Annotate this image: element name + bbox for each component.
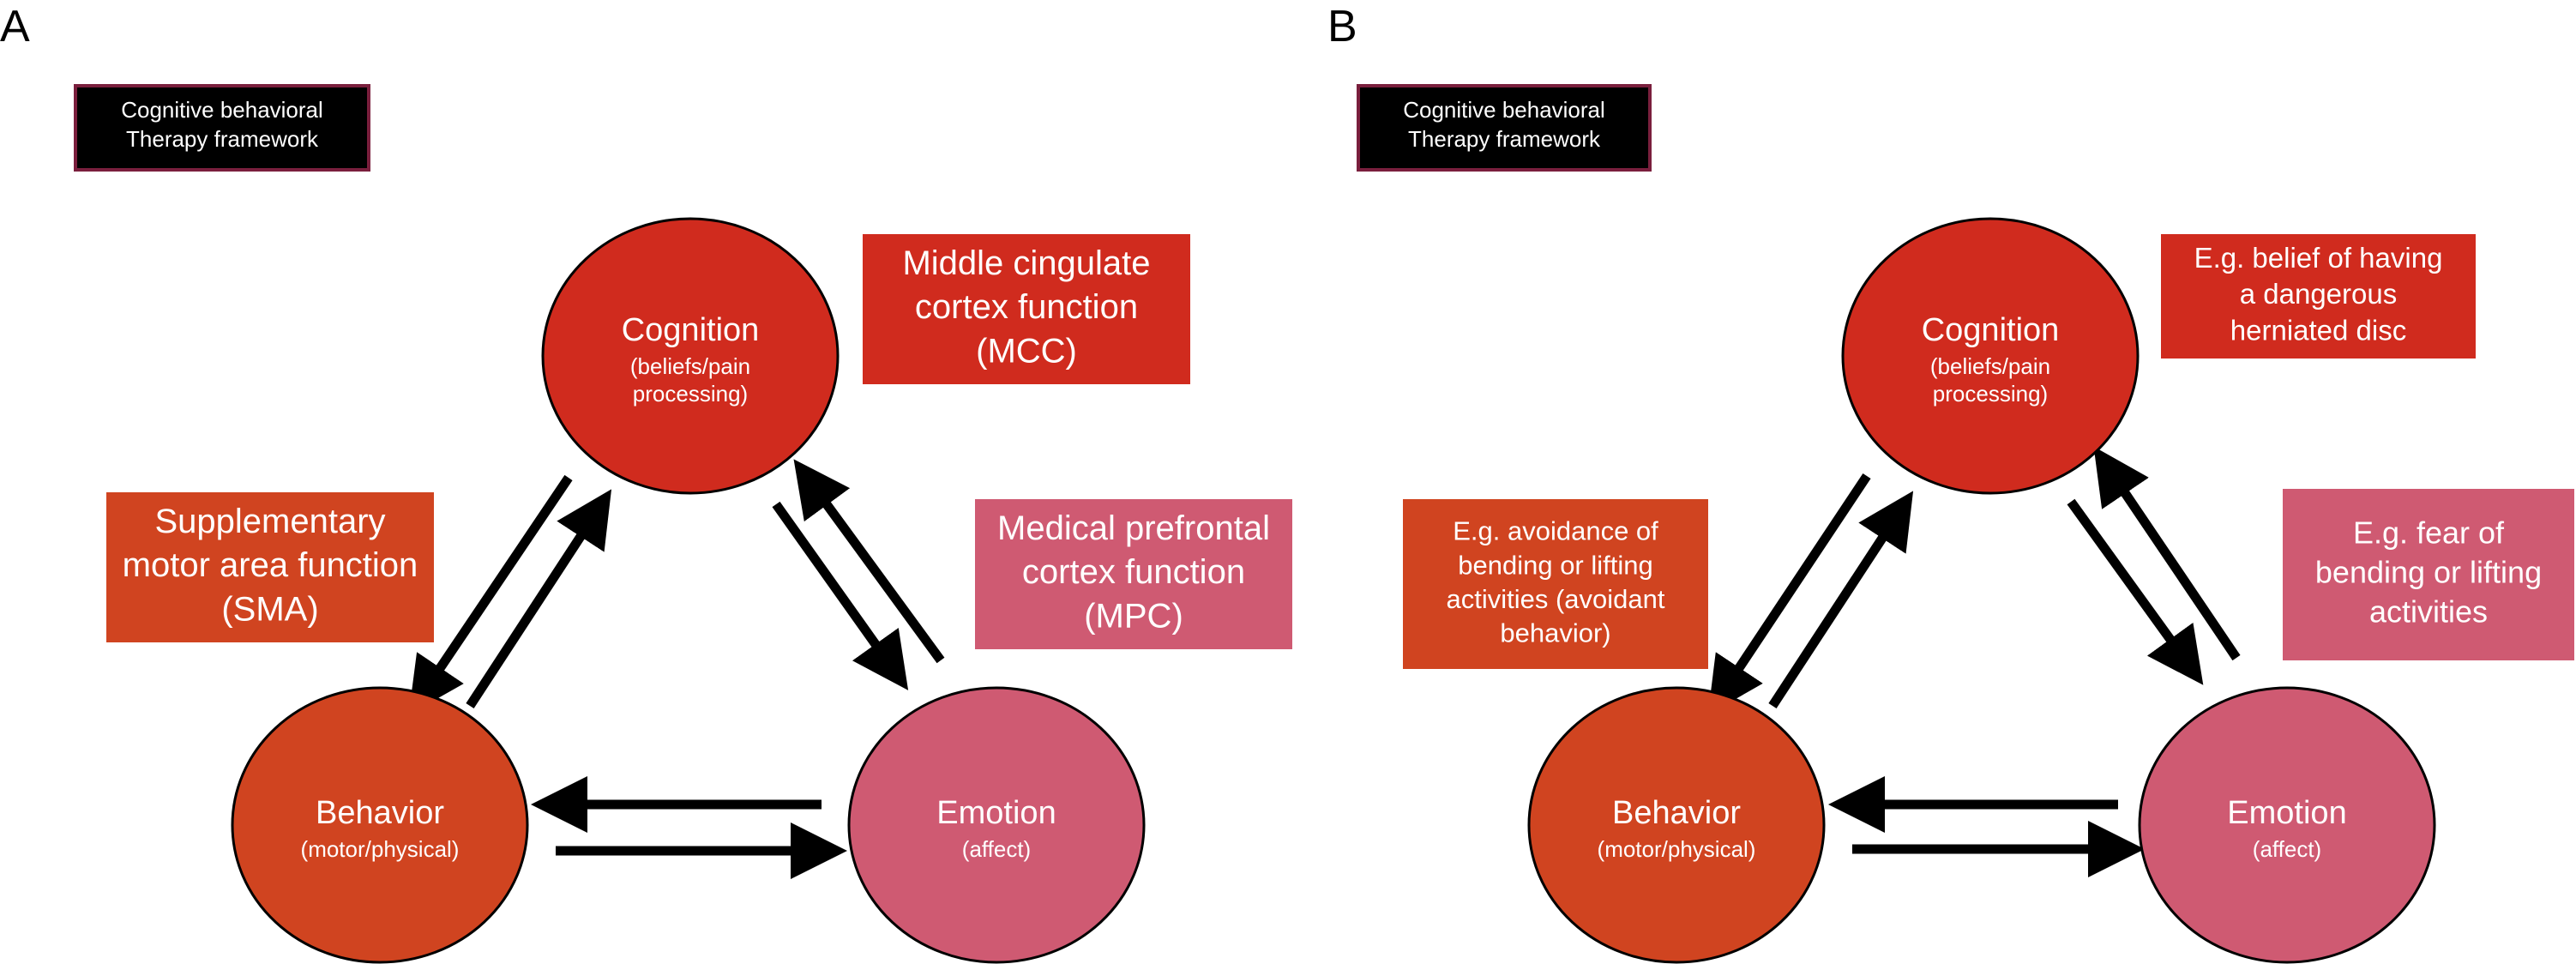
- cognition-box-line: E.g. belief of having: [2194, 242, 2443, 274]
- cognition-subtitle: processing): [1933, 381, 2048, 407]
- arrow-1: [1768, 491, 1914, 709]
- arrow-1: [466, 489, 612, 709]
- cognition-title: Cognition: [622, 312, 760, 348]
- emotion-box-line: Medical prefrontal: [997, 509, 1270, 547]
- behavior-box-line: activities (avoidant: [1446, 584, 1664, 614]
- behavior-box: E.g. avoidance of bending or lifting activ…: [1403, 499, 1708, 669]
- emotion-box-line: activities: [2369, 594, 2488, 630]
- arrow-3: [2093, 446, 2241, 661]
- cognition-box-line: a dangerous: [2240, 278, 2397, 310]
- arrow-2: [772, 501, 909, 690]
- arrows: [408, 459, 945, 879]
- arrow-3: [793, 459, 945, 664]
- emotion-title: Emotion: [936, 795, 1056, 831]
- cognition-box: Middle cingulate cortex function (MCC): [863, 234, 1190, 384]
- cognition-circle: [1841, 217, 2140, 495]
- framework-label-line: Cognitive behavioral: [1403, 97, 1605, 123]
- behavior-box-line: E.g. avoidance of: [1453, 516, 1658, 546]
- behavior-box: Supplementary motor area function (SMA): [106, 492, 434, 642]
- cognition-box-line: cortex function: [915, 288, 1138, 326]
- cognition-box: E.g. belief of having a dangerous herniate…: [2161, 234, 2476, 358]
- cognition-title: Cognition: [1922, 312, 2060, 348]
- arrows: [1707, 446, 2241, 877]
- emotion-node: Emotion (affect): [847, 686, 1146, 964]
- cognition-subtitle: processing): [633, 381, 748, 407]
- cognition-box-bg: [863, 234, 1190, 384]
- emotion-box-line: bending or lifting: [2315, 555, 2542, 590]
- framework-label-bg: [1357, 84, 1652, 172]
- behavior-title: Behavior: [1612, 795, 1741, 831]
- behavior-box-bg: [1403, 499, 1708, 669]
- behavior-box-line: (SMA): [221, 590, 318, 628]
- emotion-circle: [847, 686, 1146, 964]
- framework-label-line: Therapy framework: [126, 126, 319, 152]
- panel-letter: A: [0, 2, 30, 51]
- behavior-subtitle: (motor/physical): [1598, 836, 1756, 862]
- behavior-node: Behavior (motor/physical): [231, 686, 529, 964]
- behavior-circle: [231, 686, 529, 964]
- emotion-box: E.g. fear of bending or lifting activities: [2283, 489, 2574, 660]
- arrow-0: [1707, 473, 1871, 715]
- cognition-box-bg: [2161, 234, 2476, 358]
- emotion-subtitle: (affect): [2253, 836, 2321, 862]
- cognition-subtitle: (beliefs/pain: [1930, 353, 2050, 379]
- arrow-2: [2067, 498, 2204, 685]
- emotion-box-line: E.g. fear of: [2353, 515, 2505, 550]
- behavior-box-line: Supplementary: [154, 503, 385, 540]
- behavior-title: Behavior: [316, 795, 444, 831]
- behavior-node: Behavior (motor/physical): [1527, 686, 1826, 964]
- framework-label-line: Therapy framework: [1408, 126, 1601, 152]
- emotion-node: Emotion (affect): [2138, 686, 2436, 964]
- behavior-subtitle: (motor/physical): [301, 836, 460, 862]
- framework-label-line: Cognitive behavioral: [121, 97, 323, 123]
- emotion-box: Medical prefrontal cortex function (MPC): [975, 499, 1292, 649]
- emotion-box-bg: [975, 499, 1292, 649]
- emotion-box-line: (MPC): [1084, 597, 1183, 635]
- behavior-box-line: motor area function: [123, 546, 418, 584]
- emotion-box-line: cortex function: [1022, 553, 1245, 591]
- emotion-circle: [2138, 686, 2436, 964]
- framework-label-bg: [74, 84, 370, 172]
- cognition-box-line: herniated disc: [2230, 314, 2406, 346]
- cognition-box-line: Middle cingulate: [902, 244, 1150, 282]
- emotion-subtitle: (affect): [962, 836, 1031, 862]
- cognition-circle: [541, 217, 840, 495]
- panel-letter: B: [1327, 2, 1357, 51]
- behavior-circle: [1527, 686, 1826, 964]
- emotion-box-bg: [2283, 489, 2574, 660]
- behavior-box-bg: [106, 492, 434, 642]
- behavior-box-line: bending or lifting: [1458, 550, 1653, 580]
- cognition-subtitle: (beliefs/pain: [630, 353, 750, 379]
- emotion-title: Emotion: [2227, 795, 2346, 831]
- cognition-box-line: (MCC): [976, 332, 1077, 370]
- behavior-box-line: behavior): [1500, 618, 1610, 648]
- arrow-0: [408, 474, 573, 715]
